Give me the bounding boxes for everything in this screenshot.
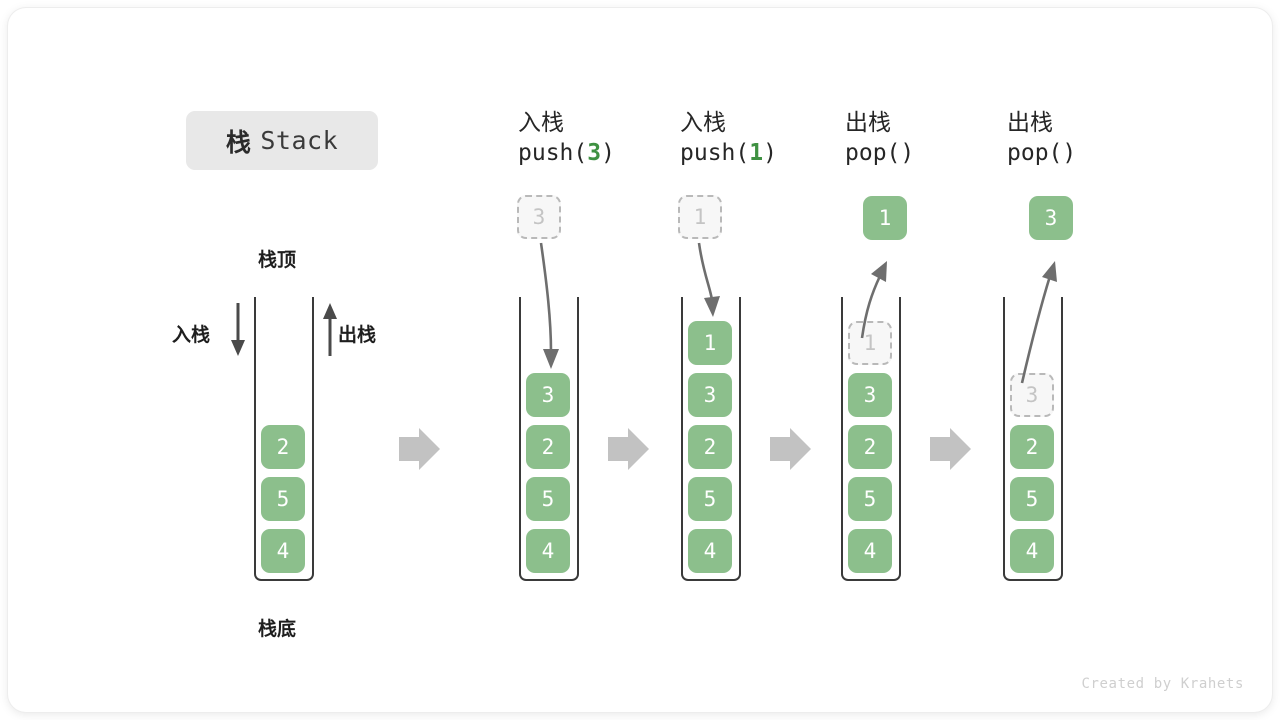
column-header-line1: 出栈 xyxy=(845,109,891,135)
stack-cell: 2 xyxy=(1010,425,1054,469)
stack-cell: 5 xyxy=(688,477,732,521)
floating-cell-ghost: 1 xyxy=(678,195,722,239)
stack-cell: 3 xyxy=(688,373,732,417)
stack-cell: 4 xyxy=(688,529,732,573)
stack-cell: 5 xyxy=(526,477,570,521)
stack-cell: 3 xyxy=(526,373,570,417)
pop-direction-label: 出栈 xyxy=(338,325,377,346)
push-direction-label: 入栈 xyxy=(172,325,211,346)
stack-bottom-label: 栈底 xyxy=(258,619,297,640)
stack-cell: 5 xyxy=(1010,477,1054,521)
column-header-line2: push(3) xyxy=(518,140,615,166)
stack-cell: 4 xyxy=(261,529,305,573)
push-argument: 3 xyxy=(587,140,602,166)
column-header-line2: pop() xyxy=(845,140,915,166)
stack-cell: 2 xyxy=(261,425,305,469)
column-header-line1: 入栈 xyxy=(680,109,726,135)
stack-container-pop-3 xyxy=(1003,297,1063,581)
stack-cell: 4 xyxy=(1010,529,1054,573)
floating-cell-ghost: 3 xyxy=(517,195,561,239)
stack-cell: 5 xyxy=(261,477,305,521)
stack-cell: 3 xyxy=(848,373,892,417)
stack-container-initial xyxy=(254,297,314,581)
stack-cell: 1 xyxy=(688,321,732,365)
stack-container-pop-1 xyxy=(841,297,901,581)
column-header-pop-1: 出栈 pop() xyxy=(845,107,914,169)
floating-cell-popped: 3 xyxy=(1029,196,1073,240)
stack-container-push-1 xyxy=(681,297,741,581)
column-header-line1: 出栈 xyxy=(1007,109,1053,135)
stack-cell: 4 xyxy=(848,529,892,573)
floating-cell-popped: 1 xyxy=(863,196,907,240)
stack-cell: 5 xyxy=(848,477,892,521)
stack-cell-removed: 3 xyxy=(1010,373,1054,417)
stack-container-push-3 xyxy=(519,297,579,581)
column-header-push-3: 入栈 push(3) xyxy=(518,107,615,169)
stack-cell: 4 xyxy=(526,529,570,573)
watermark: Created by Krahets xyxy=(1081,676,1244,692)
stack-cell: 2 xyxy=(688,425,732,469)
column-header-line1: 入栈 xyxy=(518,109,564,135)
stack-cell: 2 xyxy=(526,425,570,469)
column-header-pop-3: 出栈 pop() xyxy=(1007,107,1076,169)
stack-top-label: 栈顶 xyxy=(258,250,297,271)
title-en: Stack xyxy=(260,126,339,155)
stack-cell: 2 xyxy=(848,425,892,469)
column-header-line2: push(1) xyxy=(680,140,777,166)
push-argument: 1 xyxy=(749,140,764,166)
column-header-line2: pop() xyxy=(1007,140,1077,166)
column-header-push-1: 入栈 push(1) xyxy=(680,107,777,169)
stack-cell-removed: 1 xyxy=(848,321,892,365)
title-cn: 栈 xyxy=(225,128,252,157)
page-title: 栈 Stack xyxy=(186,111,378,170)
